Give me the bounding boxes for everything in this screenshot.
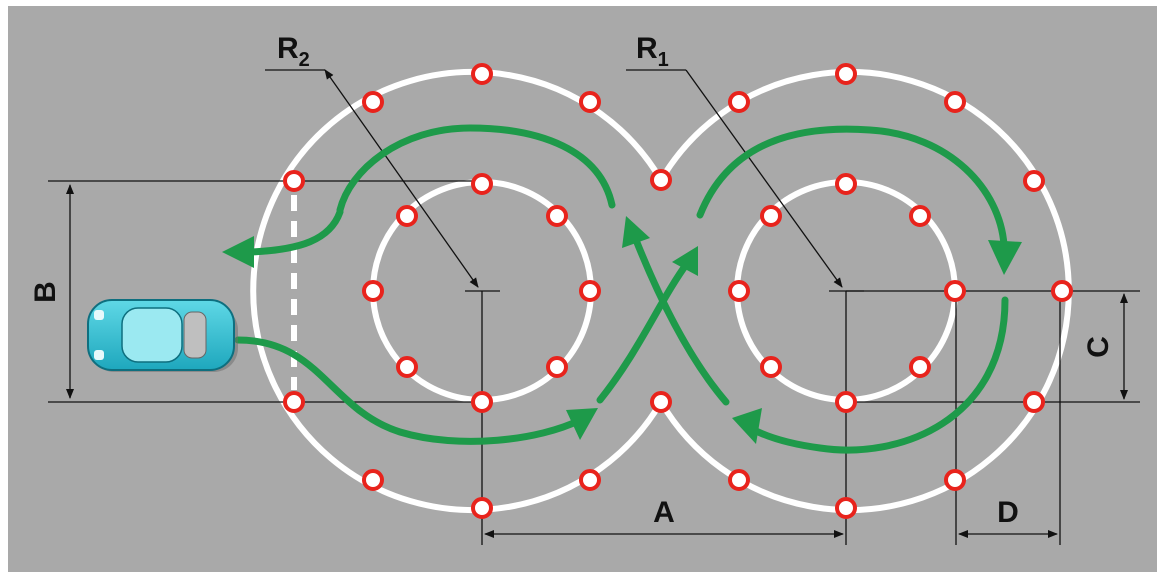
cone-marker-icon — [909, 356, 931, 378]
cone-marker-icon — [283, 391, 305, 413]
path-crossover-up-right — [596, 258, 692, 404]
dimension-lines — [48, 69, 1140, 545]
r2-radius-arrow — [324, 69, 479, 288]
r1-radius-arrow — [685, 69, 843, 288]
cone-marker-icon — [835, 63, 857, 85]
cone-marker-icon — [546, 205, 568, 227]
label-a: A — [653, 496, 675, 529]
cone-marker-icon — [283, 170, 305, 192]
cone-marker-icon — [909, 205, 931, 227]
path-arrowhead-crossover-left — [622, 216, 650, 248]
path-left-loop — [336, 124, 616, 214]
label-r2: R2 — [277, 32, 310, 71]
car-headlight-bottom — [94, 350, 104, 360]
car-rear-window — [183, 311, 207, 359]
cone-marker-icon — [728, 91, 750, 113]
cone-marker-icon — [471, 63, 493, 85]
cone-marker-icon — [579, 469, 601, 491]
cone-marker-icon — [728, 280, 750, 302]
cone-marker-icon — [835, 497, 857, 519]
cone-marker-icon — [579, 280, 601, 302]
cone-marker-icon — [546, 356, 568, 378]
path-arrowhead-entry — [566, 408, 598, 440]
path-entry-segment — [234, 336, 584, 445]
path-arrowhead-crossover-right — [672, 246, 698, 276]
cone-marker-icon — [1023, 170, 1045, 192]
dimension-labels: R2 R1 A D B C — [29, 32, 1115, 529]
path-arrowhead-right-loop-bottom — [732, 408, 762, 444]
cone-marker-icon — [362, 91, 384, 113]
cone-markers — [283, 63, 1073, 519]
label-c: C — [1082, 336, 1115, 358]
cone-marker-icon — [362, 280, 384, 302]
cone-marker-icon — [944, 91, 966, 113]
outer-left-track-arc — [250, 69, 664, 513]
cone-marker-icon — [396, 356, 418, 378]
path-arrowhead-right-loop-down — [988, 240, 1022, 275]
cone-marker-icon — [471, 391, 493, 413]
cone-marker-icon — [362, 469, 384, 491]
cone-marker-icon — [650, 169, 672, 191]
path-crossover-up-left — [632, 236, 730, 406]
cone-marker-icon — [650, 391, 672, 413]
cone-marker-icon — [835, 173, 857, 195]
cone-marker-icon — [579, 91, 601, 113]
label-b: B — [29, 281, 62, 303]
cone-marker-icon — [760, 356, 782, 378]
car-headlight-top — [94, 310, 104, 320]
path-right-loop-bottom — [750, 296, 1009, 454]
cone-marker-icon — [396, 205, 418, 227]
cone-marker-icon — [1023, 391, 1045, 413]
label-d: D — [997, 496, 1019, 529]
cone-marker-icon — [1051, 280, 1073, 302]
path-exit-segment — [246, 208, 344, 256]
car-icon — [87, 299, 238, 372]
car-windshield — [121, 307, 183, 363]
cone-marker-icon — [471, 497, 493, 519]
cone-marker-icon — [944, 280, 966, 302]
cone-marker-icon — [760, 205, 782, 227]
cone-marker-icon — [728, 469, 750, 491]
cone-marker-icon — [471, 173, 493, 195]
cone-marker-icon — [944, 469, 966, 491]
path-arrowhead-exit — [222, 236, 254, 268]
cone-marker-icon — [835, 391, 857, 413]
label-r1: R1 — [636, 32, 669, 71]
driving-path — [222, 124, 1022, 454]
path-right-loop — [696, 125, 1008, 249]
